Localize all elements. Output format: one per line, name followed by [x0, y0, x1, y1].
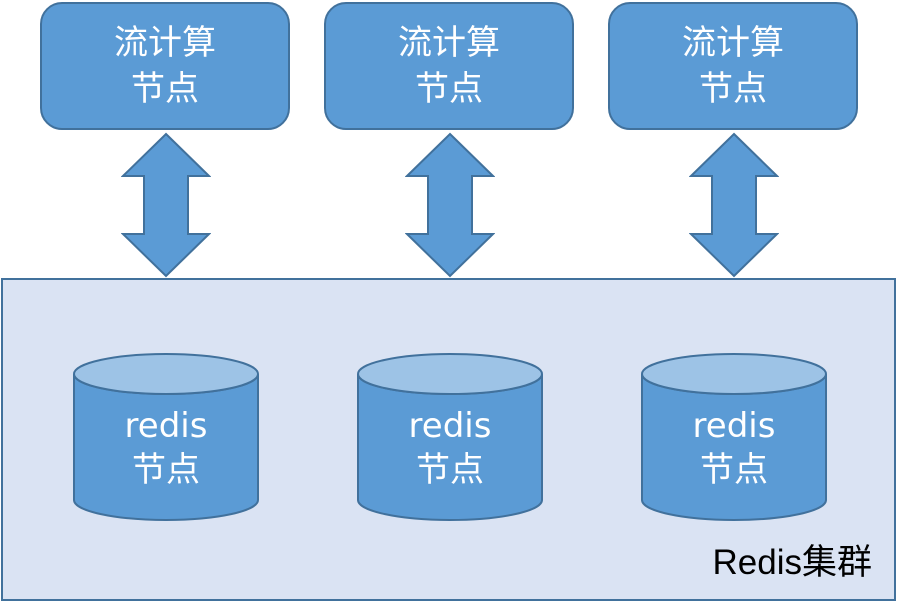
redis-node-label: redis — [408, 406, 492, 446]
redis-node-label: redis — [124, 406, 208, 446]
compute-node-label: 流计算 — [114, 23, 216, 63]
compute-node-label: 节点 — [415, 69, 483, 109]
redis-node-3: redis 节点 — [639, 352, 829, 524]
redis-node-label: 节点 — [416, 450, 484, 490]
compute-node-label: 流计算 — [398, 23, 500, 63]
compute-node-label: 节点 — [699, 69, 767, 109]
cluster-label: Redis集群 — [712, 543, 872, 582]
compute-node-label: 流计算 — [682, 23, 784, 63]
redis-node-label: 节点 — [700, 450, 768, 490]
database-cylinder-icon — [357, 353, 543, 521]
redis-node-label: redis — [692, 406, 776, 446]
bidirectional-arrow-icon — [404, 132, 496, 278]
compute-node-label: 节点 — [131, 69, 199, 109]
database-cylinder-icon — [73, 353, 259, 521]
bidirectional-arrow-icon — [688, 132, 780, 278]
redis-node-2: redis 节点 — [355, 352, 545, 524]
compute-node-1: 流计算 节点 — [40, 2, 290, 130]
compute-node-2: 流计算 节点 — [324, 2, 574, 130]
compute-node-3: 流计算 节点 — [608, 2, 858, 130]
redis-node-label: 节点 — [132, 450, 200, 490]
bidirectional-arrow-icon — [120, 132, 212, 278]
redis-node-1: redis 节点 — [71, 352, 261, 524]
database-cylinder-icon — [641, 353, 827, 521]
